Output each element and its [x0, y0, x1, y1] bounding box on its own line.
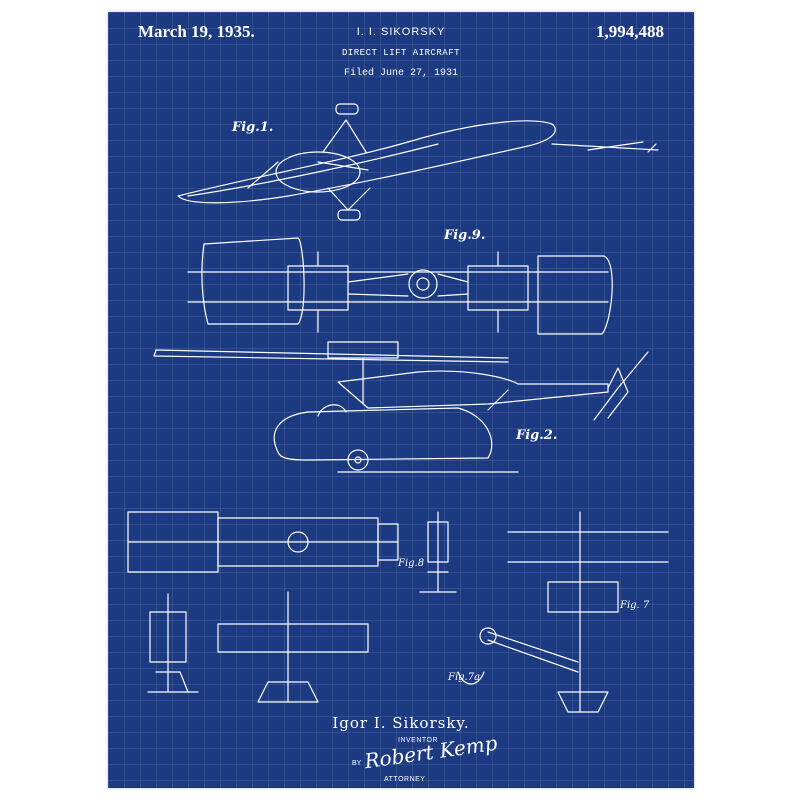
- fig1-label: Fig.1.: [232, 120, 274, 135]
- inventor-signature: Igor I. Sikorsky.: [332, 714, 470, 732]
- fig7a-label: Fig.7a: [448, 672, 481, 683]
- fig7-label: Fig. 7: [620, 600, 650, 611]
- by-label: BY: [352, 760, 362, 767]
- fig2-helicopter-drawing: [153, 341, 649, 473]
- patent-date: March 19, 1935.: [138, 22, 255, 41]
- fig8-label: Fig.8: [398, 558, 425, 569]
- patent-inventor: I. I. SIKORSKY: [356, 26, 446, 38]
- inventor-role: INVENTOR: [398, 737, 439, 744]
- lower-detail-drawings: [127, 511, 669, 713]
- fig2-label: Fig.2.: [516, 428, 558, 443]
- fig9-label: Fig.9.: [444, 228, 486, 243]
- patent-title: DIRECT LIFT AIRCRAFT: [341, 48, 461, 58]
- filing-date: Filed June 27, 1931: [343, 68, 459, 79]
- attorney-role: ATTORNEY: [384, 776, 426, 783]
- patent-drawing: [127, 103, 669, 713]
- fig1-rotor-drawing: [177, 103, 659, 221]
- patent-number: 1,994,488: [596, 22, 664, 41]
- blueprint-poster: March 19, 1935. I. I. SIKORSKY 1,994,488…: [108, 12, 694, 788]
- fig9-hub-drawing: [187, 237, 613, 335]
